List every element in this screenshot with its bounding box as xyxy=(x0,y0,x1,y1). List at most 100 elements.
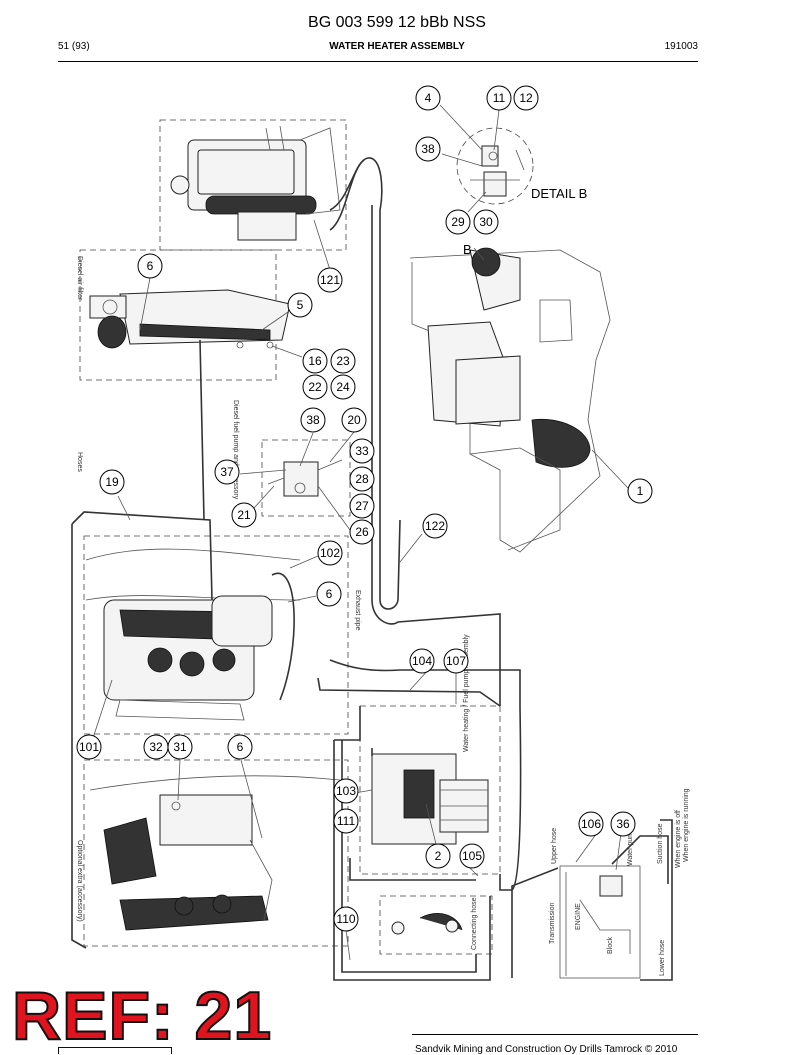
callout-33: 33 xyxy=(349,438,375,464)
label-air-filter: Diesel air filter xyxy=(76,256,83,301)
engine-manifold xyxy=(85,548,301,721)
svg-text:24: 24 xyxy=(336,380,350,394)
sandvik-logo xyxy=(58,1047,172,1054)
callout-38-detail: 38 xyxy=(415,136,441,162)
fuel-pump xyxy=(267,459,343,497)
heater-unit xyxy=(170,125,341,241)
detail-b-marker: B xyxy=(463,242,472,257)
label-engine-running: When engine is running xyxy=(683,788,690,862)
svg-text:33: 33 xyxy=(355,444,369,458)
detail-b-circle xyxy=(456,127,534,205)
label-lower-hose: Lower hose xyxy=(659,940,666,976)
engine-region-frame xyxy=(83,535,349,735)
hose-routing xyxy=(71,157,673,981)
water-heating-assembly xyxy=(371,753,489,845)
svg-text:38: 38 xyxy=(421,142,435,156)
label-engine: ENGINE xyxy=(575,903,582,930)
svg-text:20: 20 xyxy=(347,413,361,427)
callout-22: 22 xyxy=(302,374,328,400)
label-optional-extra: Optional extra (accessory) xyxy=(76,840,83,922)
callout-38-pump: 38 xyxy=(300,407,326,433)
detail-b-label: DETAIL B xyxy=(531,186,587,201)
svg-text:121: 121 xyxy=(320,273,340,287)
callout-32: 32 xyxy=(143,734,169,760)
callout-6-low: 6 xyxy=(227,734,253,760)
svg-text:5: 5 xyxy=(297,298,304,312)
label-fuel-pump: Diesel fuel pump and accessory xyxy=(232,400,239,500)
svg-text:28: 28 xyxy=(355,472,369,486)
ref-stamp: REF: 21 xyxy=(11,978,273,1054)
svg-text:27: 27 xyxy=(355,499,369,513)
callout-122: 122 xyxy=(422,513,448,539)
svg-text:110: 110 xyxy=(336,912,355,926)
callout-4: 4 xyxy=(415,85,441,111)
svg-text:22: 22 xyxy=(308,380,322,394)
callout-20: 20 xyxy=(341,407,367,433)
label-hoses: Hoses xyxy=(76,452,83,472)
callout-110: 110 xyxy=(333,906,359,932)
page-number: 51 (93) xyxy=(58,41,90,52)
label-engine-off: When engine is off xyxy=(675,810,682,868)
svg-text:29: 29 xyxy=(451,215,465,229)
document-code: 191003 xyxy=(664,41,698,52)
svg-text:36: 36 xyxy=(616,817,630,831)
svg-text:37: 37 xyxy=(220,465,234,479)
document-number: BG 003 599 12 bBb NSS xyxy=(308,14,486,31)
callout-101: 101 xyxy=(76,734,102,760)
footer-divider xyxy=(412,1034,698,1035)
callout-36: 36 xyxy=(610,811,636,837)
callout-23: 23 xyxy=(330,348,356,374)
label-water-pump: Water pump xyxy=(627,828,634,866)
svg-text:30: 30 xyxy=(479,215,493,229)
section-title: WATER HEATER ASSEMBLY xyxy=(329,41,465,52)
callout-leaders xyxy=(92,104,629,961)
svg-text:23: 23 xyxy=(336,354,350,368)
svg-text:11: 11 xyxy=(493,91,506,105)
svg-text:122: 122 xyxy=(425,519,445,533)
svg-text:38: 38 xyxy=(306,413,320,427)
callout-21: 21 xyxy=(231,502,257,528)
callout-105: 105 xyxy=(459,843,485,869)
svg-text:107: 107 xyxy=(446,654,466,668)
svg-text:4: 4 xyxy=(425,91,432,105)
callout-24: 24 xyxy=(330,374,356,400)
svg-text:6: 6 xyxy=(237,740,244,754)
svg-text:106: 106 xyxy=(581,817,601,831)
lower-engine xyxy=(89,775,341,931)
callout-37: 37 xyxy=(214,459,240,485)
svg-text:21: 21 xyxy=(237,508,251,522)
callout-121: 121 xyxy=(317,267,343,293)
callout-30: 30 xyxy=(473,209,499,235)
callout-29: 29 xyxy=(445,209,471,235)
callout-28: 28 xyxy=(349,466,375,492)
callout-11: 11 xyxy=(486,85,512,111)
callout-111: 111 xyxy=(333,808,359,834)
svg-text:19: 19 xyxy=(105,475,119,489)
footer-copyright: Sandvik Mining and Construction Oy Drill… xyxy=(415,1044,678,1055)
heater-unit-frame xyxy=(159,119,347,251)
callout-1: 1 xyxy=(627,478,653,504)
svg-text:104: 104 xyxy=(412,654,432,668)
callout-12: 12 xyxy=(513,85,539,111)
callout-106: 106 xyxy=(578,811,604,837)
detail-b-parts xyxy=(470,145,525,197)
callout-26: 26 xyxy=(349,519,375,545)
label-transmission: Transmission xyxy=(549,903,556,944)
callout-19: 19 xyxy=(99,469,125,495)
svg-text:12: 12 xyxy=(519,91,533,105)
label-block: Block xyxy=(607,936,614,954)
callout-6-top: 6 xyxy=(137,253,163,279)
callout-16: 16 xyxy=(302,348,328,374)
hose-fittings xyxy=(391,913,463,935)
label-upper-hose: Upper hose xyxy=(551,828,558,864)
svg-text:103: 103 xyxy=(336,784,356,798)
callout-5: 5 xyxy=(287,292,313,318)
header-divider xyxy=(58,61,698,62)
cooling-schematic xyxy=(511,835,669,979)
air-filter-bracket xyxy=(89,289,291,349)
svg-text:101: 101 xyxy=(79,740,99,754)
callout-27: 27 xyxy=(349,493,375,519)
callout-104: 104 xyxy=(409,648,435,674)
svg-text:105: 105 xyxy=(462,849,482,863)
